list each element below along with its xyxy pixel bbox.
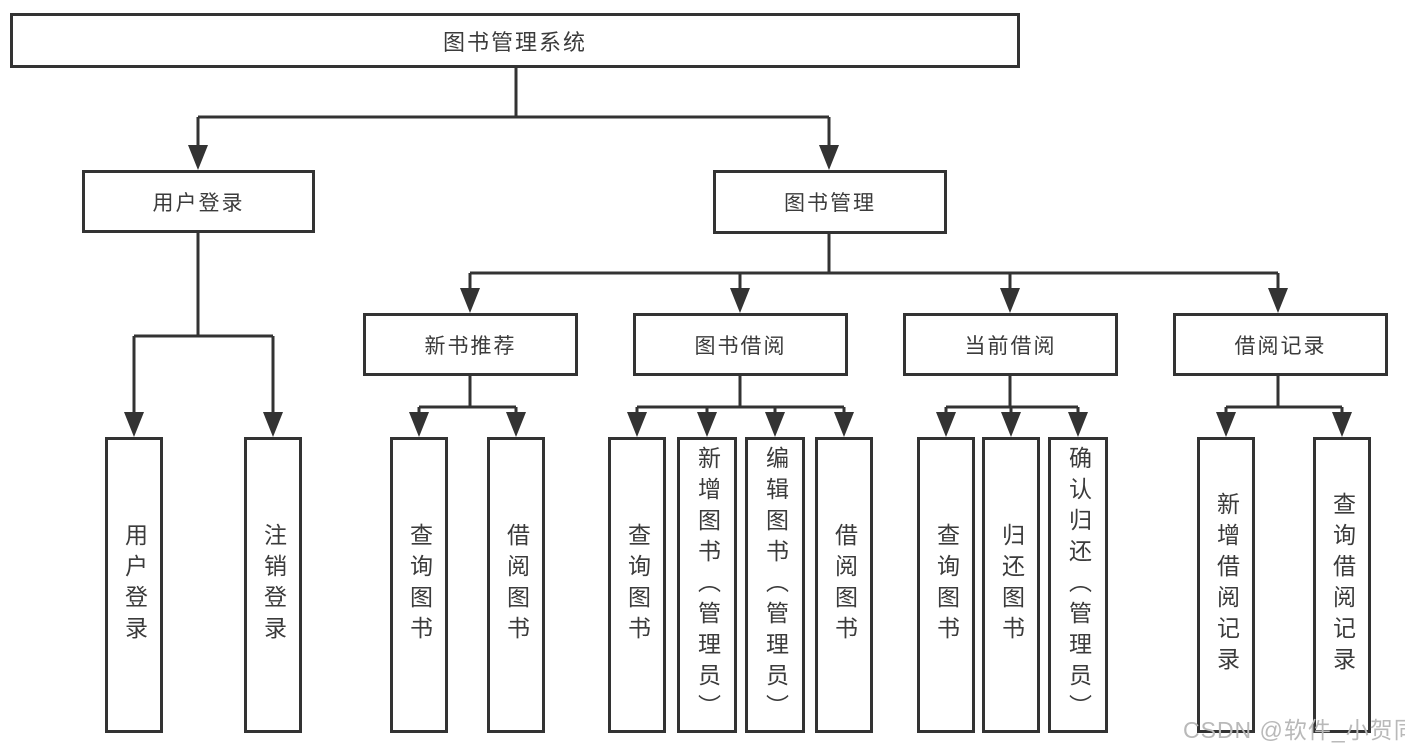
node-new-book-recommendation: 新书推荐	[363, 313, 578, 376]
leaf-add-borrow-record: 新增借阅记录	[1197, 437, 1255, 733]
leaf-borrow-books-recommend: 借阅图书	[487, 437, 545, 733]
arrowhead	[936, 412, 956, 437]
node-user-login: 用户登录	[82, 170, 315, 233]
arrowhead	[1068, 412, 1088, 437]
leaf-add-book-admin: 新增图书（管理员）	[677, 437, 737, 733]
arrowhead	[409, 412, 429, 437]
arrowhead	[263, 412, 283, 437]
leaf-query-books-recommend: 查询图书	[390, 437, 448, 733]
arrowhead	[1332, 412, 1352, 437]
leaf-borrow-books-borrowing: 借阅图书	[815, 437, 873, 733]
arrowhead	[460, 288, 480, 313]
node-current-borrowing: 当前借阅	[903, 313, 1118, 376]
arrowhead	[834, 412, 854, 437]
arrowhead	[1000, 288, 1020, 313]
leaf-logout: 注销登录	[244, 437, 302, 733]
arrowhead	[124, 412, 144, 437]
arrowhead	[819, 145, 839, 170]
arrowhead	[697, 412, 717, 437]
leaf-query-books-borrowing: 查询图书	[608, 437, 666, 733]
leaf-return-books: 归还图书	[982, 437, 1040, 733]
leaf-query-books-current: 查询图书	[917, 437, 975, 733]
node-book-borrowing: 图书借阅	[633, 313, 848, 376]
node-library-management-system: 图书管理系统	[10, 13, 1020, 68]
arrowhead	[765, 412, 785, 437]
csdn-watermark: CSDN @软件_小贺同学	[1183, 717, 1405, 743]
arrowhead	[506, 412, 526, 437]
arrowhead	[1216, 412, 1236, 437]
leaf-user-login: 用户登录	[105, 437, 163, 733]
arrowhead	[730, 288, 750, 313]
node-borrowing-records: 借阅记录	[1173, 313, 1388, 376]
arrowheads	[124, 145, 1352, 437]
arrowhead	[1001, 412, 1021, 437]
leaf-confirm-return-admin: 确认归还（管理员）	[1048, 437, 1108, 733]
leaf-query-borrow-record: 查询借阅记录	[1313, 437, 1371, 733]
arrowhead	[1268, 288, 1288, 313]
node-book-management: 图书管理	[713, 170, 947, 234]
arrowhead	[627, 412, 647, 437]
arrowhead	[188, 145, 208, 170]
leaf-edit-book-admin: 编辑图书（管理员）	[745, 437, 805, 733]
connector-path	[132, 68, 1344, 414]
